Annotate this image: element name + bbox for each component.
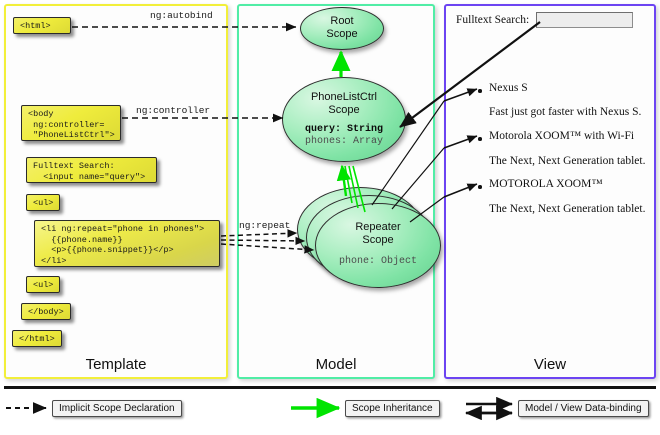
view-search-label: Fulltext Search: [456, 14, 530, 26]
phone-snippet: The Next, Next Generation tablet. [489, 203, 646, 215]
phonelistctrl-scope-title: PhoneListCtrl Scope [310, 91, 378, 116]
phonelistctrl-scope: PhoneListCtrl Scope query: String phones… [282, 77, 406, 162]
li-repeat-box: <li ng:repeat="phone in phones"> {{phone… [34, 220, 220, 267]
body-controller-box: <body ng:controller= "PhoneListCtrl"> [21, 105, 121, 141]
legend: Implicit Scope Declaration Scope Inherit… [0, 386, 660, 435]
ng-autobind-label: ng:autobind [150, 10, 213, 21]
legend-model-view-data-binding: Model / View Data-binding [518, 400, 649, 417]
repeater-scope-title: Repeater Scope [355, 221, 401, 246]
fulltext-search-box: Fulltext Search: <input name="query"> [26, 157, 157, 183]
repeater-scope: Repeater Scope phone: Object [315, 203, 441, 288]
phone-snippet: The Next, Next Generation tablet. [489, 155, 646, 167]
scope-prop-query: query: String [304, 124, 383, 135]
view-column-label: View [533, 356, 567, 373]
ul-open-box: <ul> [26, 194, 60, 211]
phone-snippet: Fast just got faster with Nexus S. [489, 106, 642, 118]
fulltext-search-input[interactable] [536, 12, 633, 28]
template-column: Template [4, 4, 228, 379]
ul-close-box: <ul> [26, 276, 60, 293]
ng-controller-label: ng:controller [136, 105, 211, 116]
phone-title: Nexus S [489, 82, 528, 94]
legend-implicit-scope-declaration: Implicit Scope Declaration [52, 400, 182, 417]
html-close-box: </html> [12, 330, 62, 347]
root-scope: Root Scope [300, 7, 384, 50]
list-bullet [478, 89, 482, 93]
repeater-scope-props: phone: Object [316, 256, 440, 268]
list-bullet [478, 137, 482, 141]
scope-prop-phones: phones: Array [304, 136, 383, 147]
phone-title: MOTOROLA XOOM™ [489, 178, 603, 190]
legend-divider [4, 386, 656, 389]
phone-title: Motorola XOOM™ with Wi-Fi [489, 130, 635, 142]
template-column-label: Template [85, 356, 147, 373]
list-bullet [478, 185, 482, 189]
html-open-box: <html> [13, 17, 71, 34]
model-column-label: Model [315, 356, 357, 373]
view-column: View [444, 4, 656, 379]
body-close-box: </body> [21, 303, 71, 320]
root-scope-title: Root Scope [326, 15, 358, 40]
legend-scope-inheritance: Scope Inheritance [345, 400, 440, 417]
phonelistctrl-scope-props: query: String phones: Array [283, 124, 405, 148]
scope-prop-phone: phone: Object [338, 256, 417, 267]
ng-repeat-label: ng:repeat [239, 220, 291, 231]
